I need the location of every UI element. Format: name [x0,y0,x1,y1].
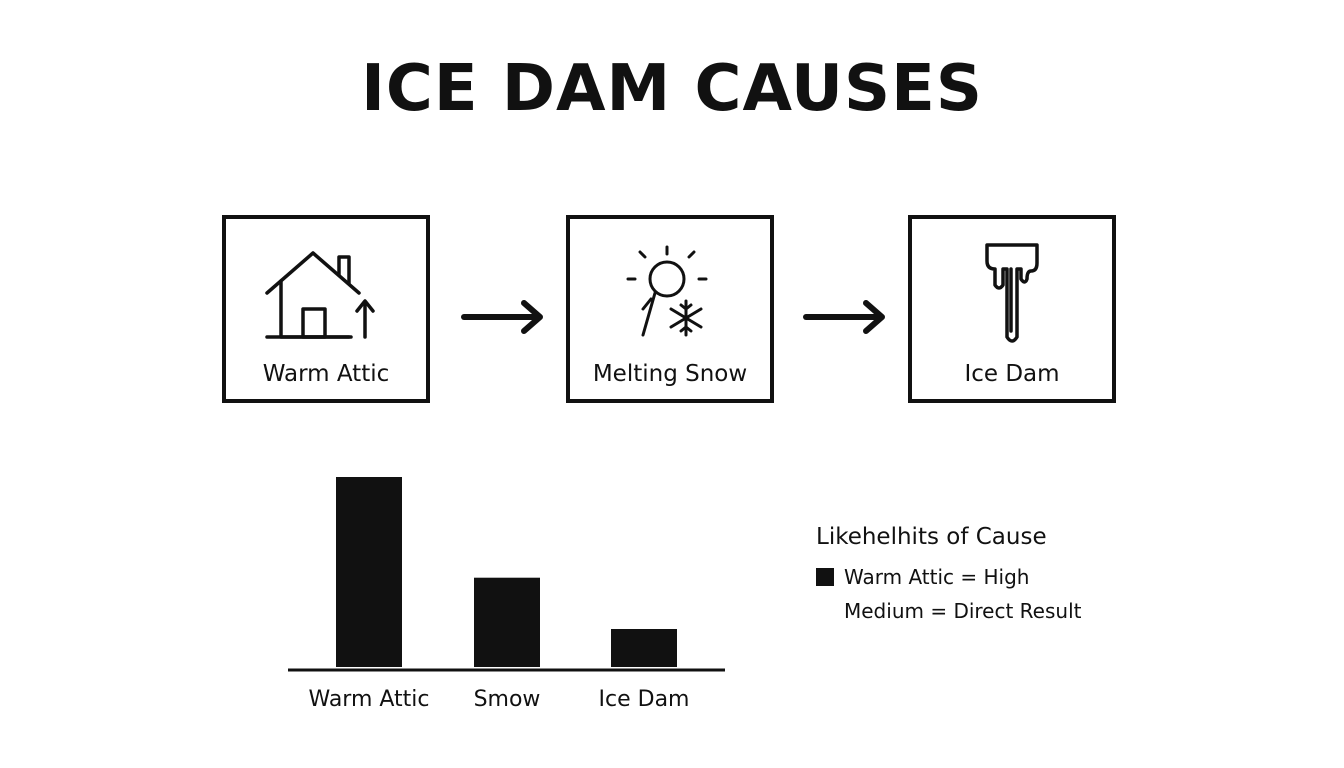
legend-item: Warm Attic = High [816,560,1081,594]
arrow-right-icon [802,297,888,341]
x-tick-label: Ice Dam [599,687,690,712]
bar-chart: Warm Attic Smow Ice Dam [280,462,740,726]
step-label: Ice Dam [964,361,1060,387]
step-ice-dam: Ice Dam [908,215,1116,403]
legend-text: Medium = Direct Result [844,599,1082,623]
step-label: Melting Snow [592,361,748,387]
legend-swatch [816,568,834,586]
bar [336,477,402,667]
step-warm-attic: Warm Attic [222,215,430,403]
x-tick-label: Warm Attic [308,687,429,712]
x-tick-label: Smow [474,687,541,712]
icicle-icon [912,239,1112,359]
arrow-right-icon [460,297,546,341]
bar [474,577,540,667]
legend-item: Medium = Direct Result [816,594,1081,628]
legend-title: Likehelhits of Cause [816,524,1047,550]
legend: Likehelhits of Cause Warm Attic = High M… [816,524,1081,628]
legend-text: Warm Attic = High [844,565,1030,589]
page-title: ICE DAM CAUSES [361,52,983,126]
sun-snowflake-icon [570,239,770,359]
house-heat-up-icon [226,239,426,359]
step-label: Warm Attic [262,361,390,387]
bar [611,629,677,667]
step-melting-snow: Melting Snow [566,215,774,403]
bar-chart-svg: Warm Attic Smow Ice Dam [288,477,725,712]
